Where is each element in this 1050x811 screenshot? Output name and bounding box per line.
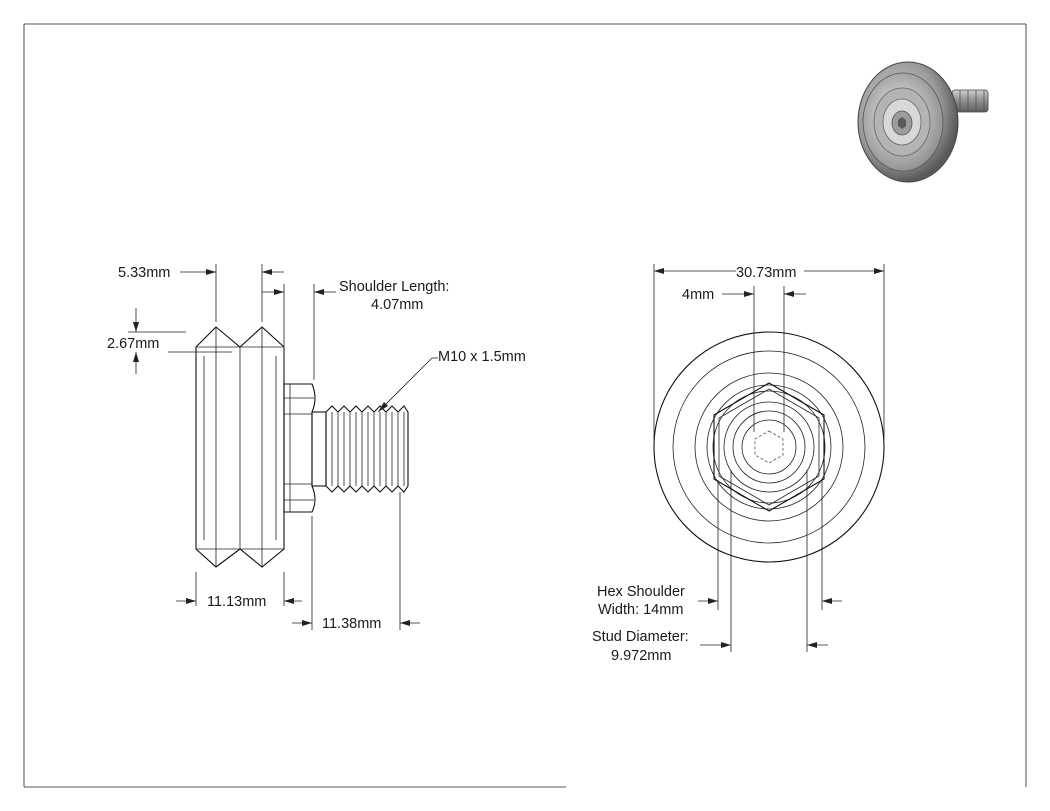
dim-groove-depth: 2.67mm bbox=[107, 308, 232, 374]
front-view: 30.73mm 4mm Hex Shoulder Width: 14mm bbox=[592, 264, 885, 664]
dim-stud-length-label: 11.38mm bbox=[322, 616, 381, 632]
dim-shoulder-length-value: 4.07mm bbox=[371, 297, 423, 313]
dim-thread-callout: M10 x 1.5mm bbox=[377, 349, 526, 413]
drawing-frame bbox=[23, 23, 1027, 788]
dim-hex-socket-label: 4mm bbox=[682, 287, 714, 303]
dim-outer-diameter-label: 30.73mm bbox=[736, 265, 796, 281]
dim-stud-diameter: Stud Diameter: 9.972mm bbox=[592, 470, 828, 664]
dim-groove-width: 5.33mm bbox=[118, 264, 284, 322]
dim-outer-diameter: 30.73mm bbox=[653, 264, 885, 440]
dim-hex-socket: 4mm bbox=[682, 286, 806, 432]
rendered-wheel-icon bbox=[857, 61, 989, 183]
dim-stud-diameter-value: 9.972mm bbox=[611, 648, 671, 664]
dim-thread-label: M10 x 1.5mm bbox=[438, 349, 526, 365]
dim-hex-shoulder: Hex Shoulder Width: 14mm bbox=[597, 480, 842, 618]
hex-shoulder-profile bbox=[283, 383, 316, 513]
dim-groove-width-label: 5.33mm bbox=[118, 265, 170, 281]
threaded-stud-profile bbox=[311, 405, 409, 493]
dim-stud-length: 11.38mm bbox=[292, 492, 420, 632]
hex-shoulder-outline bbox=[713, 382, 825, 512]
outer-rim bbox=[653, 331, 885, 563]
dim-hex-shoulder-title: Hex Shoulder bbox=[597, 584, 685, 600]
dim-hex-shoulder-value: Width: 14mm bbox=[598, 602, 683, 618]
dim-shoulder-length-title: Shoulder Length: bbox=[339, 279, 449, 295]
dim-wheel-width: 11.13mm bbox=[176, 572, 302, 610]
side-view: 5.33mm 2.67mm Shoulder Length: 4.07mm bbox=[107, 264, 526, 632]
dim-shoulder-length: Shoulder Length: 4.07mm bbox=[262, 279, 449, 380]
hex-socket bbox=[754, 430, 784, 464]
dim-groove-depth-label: 2.67mm bbox=[107, 336, 159, 352]
dim-wheel-width-label: 11.13mm bbox=[207, 594, 266, 610]
dim-stud-diameter-title: Stud Diameter: bbox=[592, 629, 689, 645]
